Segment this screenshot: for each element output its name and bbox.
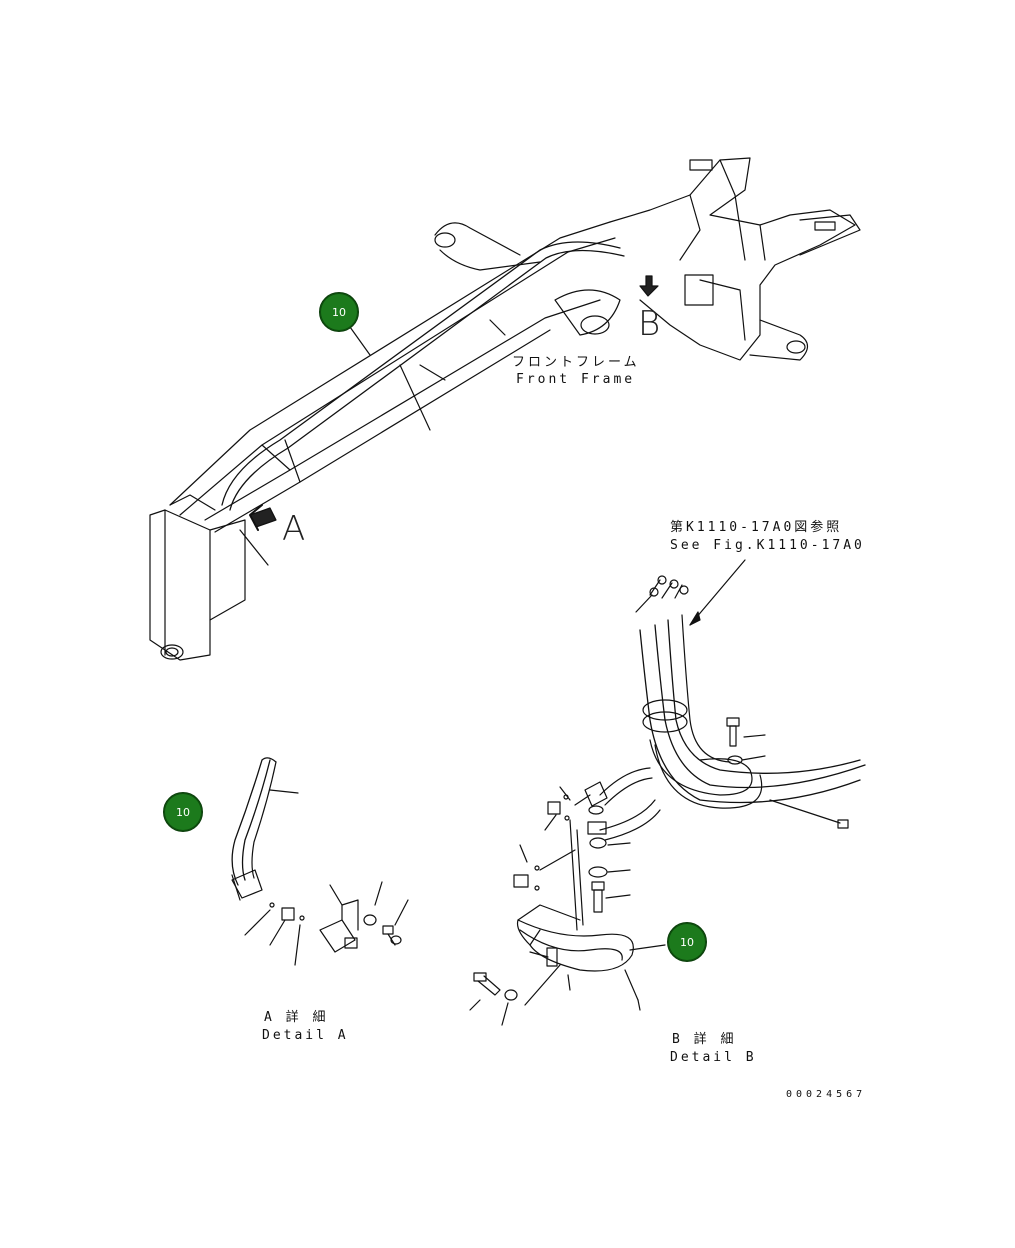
view-b-marker: B [638,304,661,344]
see-fig-label-en: See Fig.K1110-17A0 [670,538,865,553]
see-fig-label-jp: 第K1110-17A0図参照 [670,520,843,535]
part-callout-10-detail-b[interactable]: 10 [667,922,707,962]
front-frame-drawing [149,157,861,661]
view-a-marker: A [282,509,306,549]
detail-a-label-en: Detail A [262,1028,349,1043]
part-callout-10-frame[interactable]: 10 [319,292,359,332]
detail-b-label-en: Detail B [670,1050,757,1065]
detail-b-label-jp: B 詳 細 [672,1032,737,1047]
front-frame-label-jp: フロントフレーム [512,355,640,370]
document-number: 00024567 [786,1089,867,1100]
part-callout-10-detail-a[interactable]: 10 [163,792,203,832]
detail-a-drawing [231,757,409,966]
front-frame-label-en: Front Frame [516,372,636,387]
see-fig-leader [689,559,746,626]
detail-b-drawing [469,575,866,1026]
detail-a-label-jp: A 詳 細 [264,1010,329,1025]
